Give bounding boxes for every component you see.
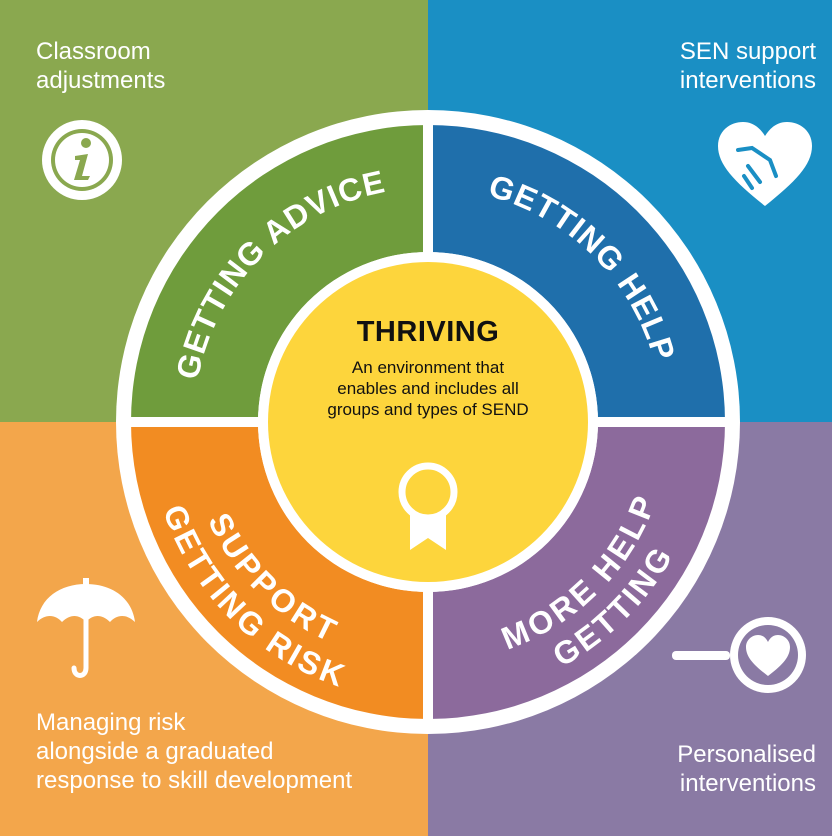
magnifier-heart-icon [672, 617, 806, 693]
personalised-interventions-label: Personalised interventions [677, 741, 816, 797]
segment-getting-risk-support [131, 422, 428, 719]
center-disc [268, 262, 588, 582]
award-ribbon-icon [398, 462, 458, 550]
classroom-adjustments-label: Classroom adjustments [36, 38, 166, 94]
segment-getting-more-help [428, 422, 725, 719]
heart-handshake-icon [718, 122, 812, 206]
thriving-description: An environment that enables and includes… [327, 358, 529, 419]
umbrella-icon [37, 578, 135, 678]
segment-getting-help [428, 125, 725, 422]
thriving-title: THRIVING [356, 316, 500, 348]
info-icon [42, 120, 122, 200]
sen-support-label: SEN support interventions [679, 38, 816, 94]
managing-risk-label: Managing risk alongside a graduated resp… [36, 709, 353, 794]
segment-getting-advice [131, 125, 428, 422]
